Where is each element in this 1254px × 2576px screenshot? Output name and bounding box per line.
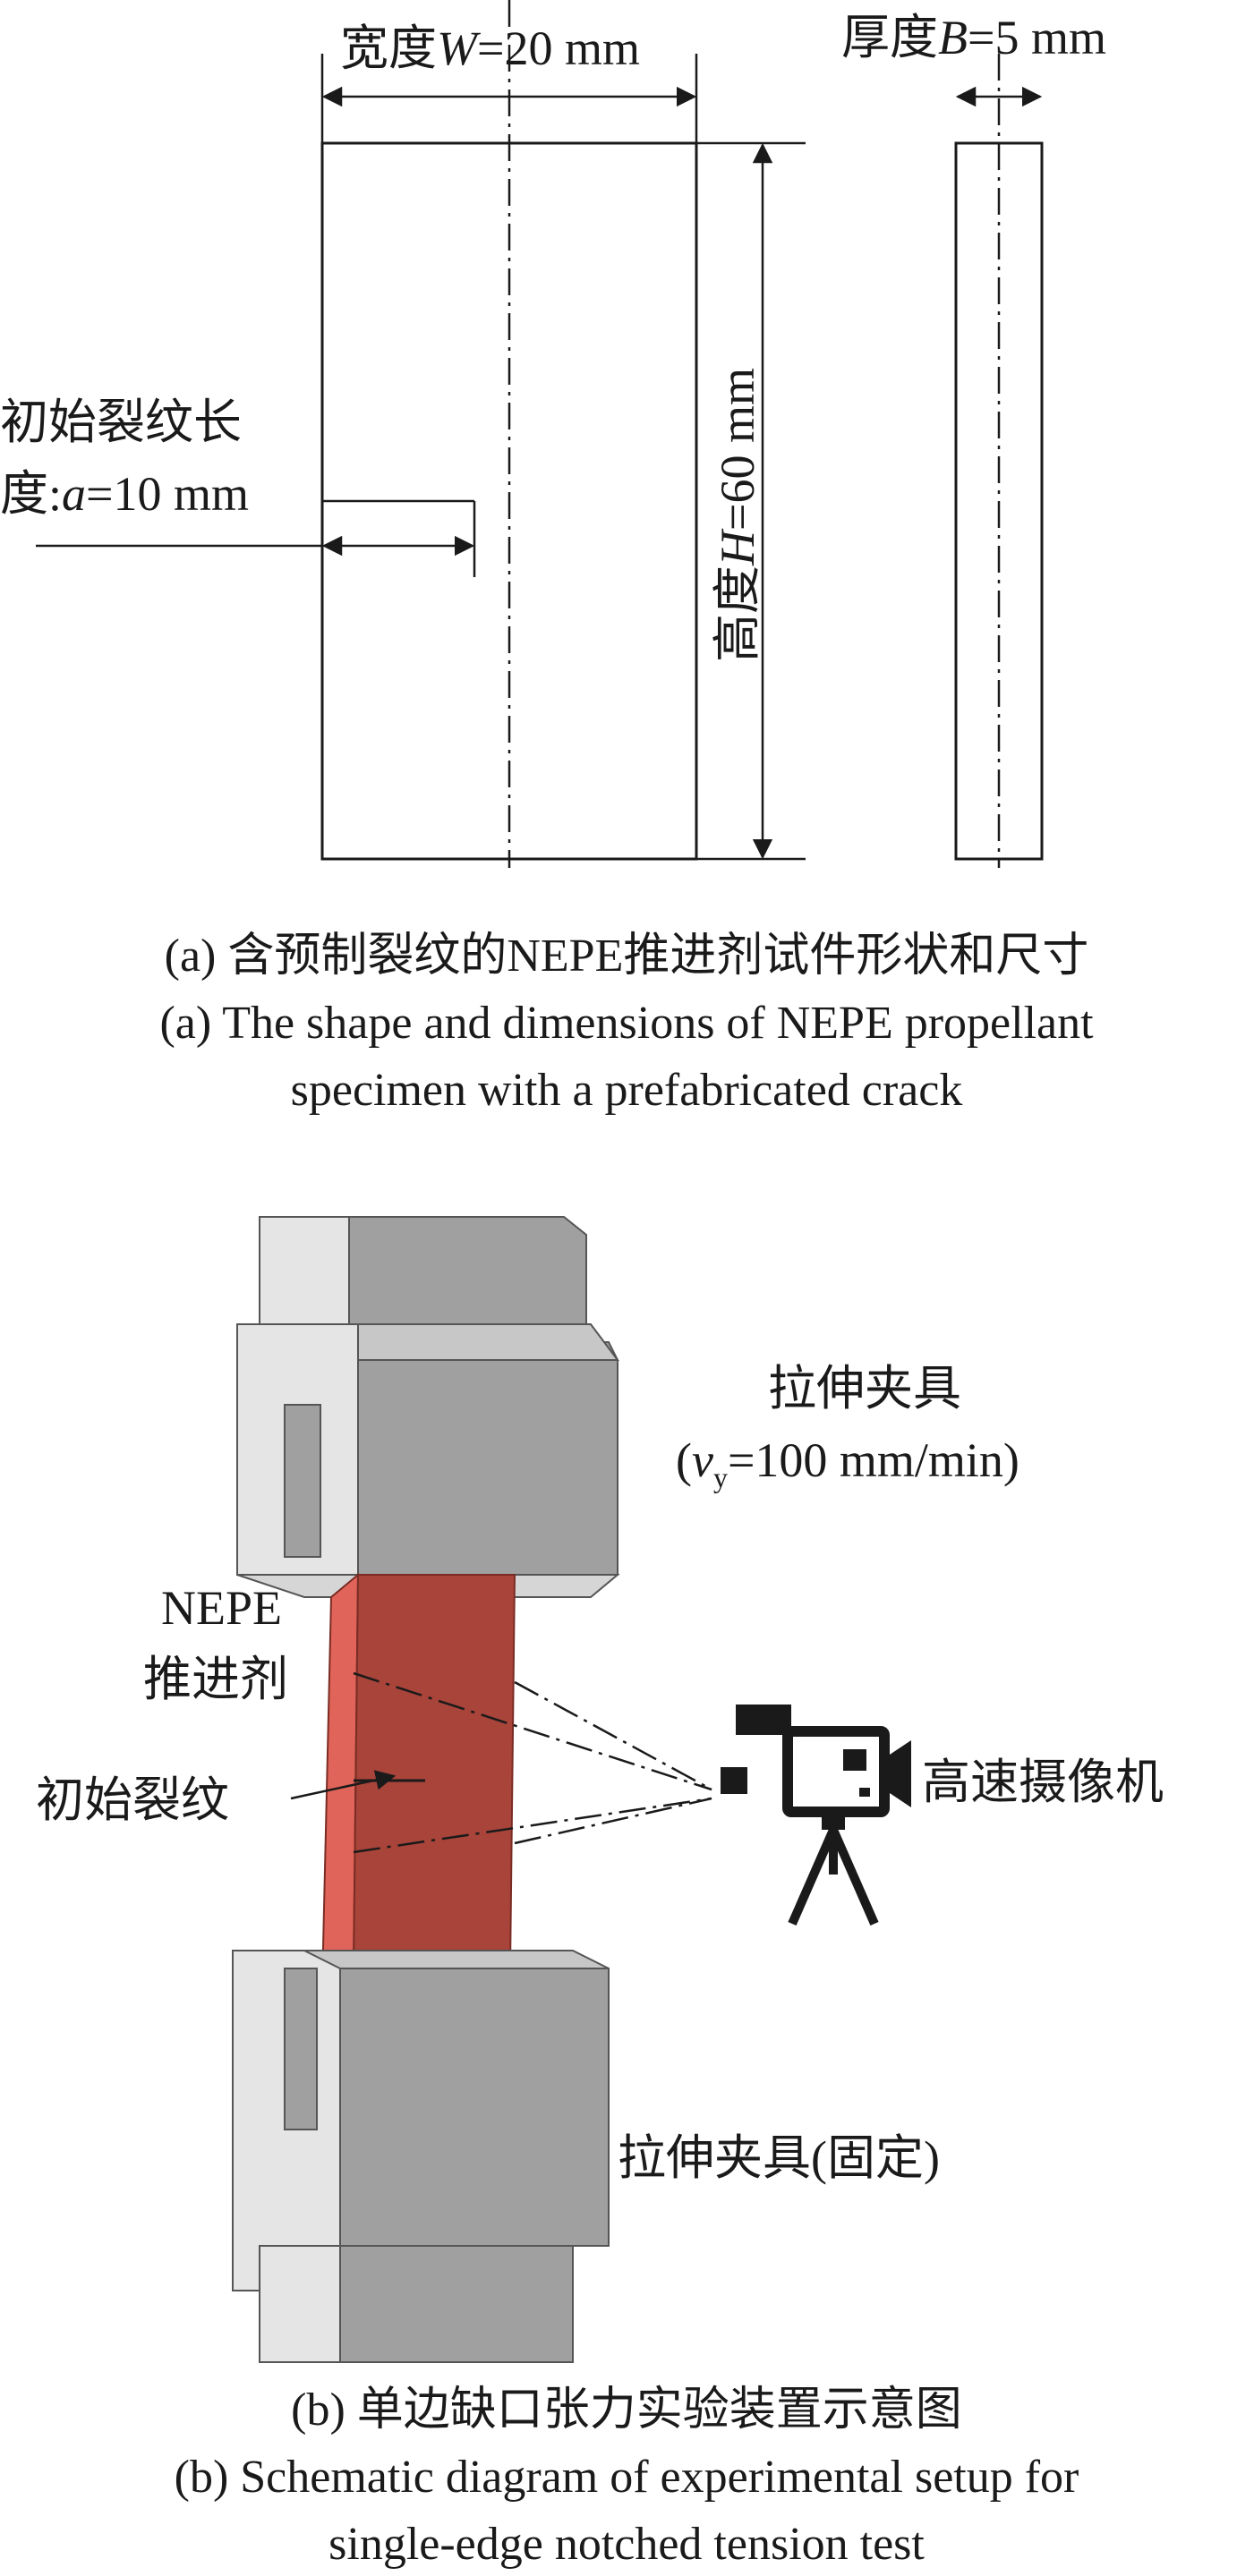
velocity-label: (vy=100 mm/min) <box>676 1433 1019 1493</box>
sight-line-top <box>353 1671 712 1791</box>
specimen-strip <box>320 1572 516 1988</box>
crack-length-label-line2: 度:a=10 mm <box>0 467 249 521</box>
specimen-front-face <box>352 1574 516 1969</box>
camera-label: 高速摄像机 <box>922 1756 1164 1809</box>
top-clamp <box>236 1216 620 1598</box>
tripod-icon <box>788 1812 879 1926</box>
specimen-edge-face <box>320 1572 360 1988</box>
height-label: 高度H=60 mm <box>711 368 764 662</box>
bottom-clamp-label: 拉伸夹具(固定) <box>618 2131 940 2185</box>
caption-b-cn: (b) 单边缺口张力实验装置示意图 <box>291 2385 962 2436</box>
thickness-label: 厚度B=5 mm <box>841 11 1106 64</box>
specimen-label-line1: NEPE <box>161 1581 282 1635</box>
caption-a-en-line1: (a) The shape and dimensions of NEPE pro… <box>159 998 1094 1049</box>
crack-label: 初始裂纹 <box>36 1773 229 1827</box>
top-clamp-label: 拉伸夹具 <box>768 1362 961 1416</box>
caption-a-en-line2: specimen with a prefabricated crack <box>291 1065 963 1116</box>
sight-line-top-mid <box>514 1680 712 1791</box>
high-speed-camera-icon <box>721 1705 911 1817</box>
sight-line-bottom <box>353 1797 712 1854</box>
panel-b: 拉伸夹具 (vy=100 mm/min) NEPE 推进剂 初始裂纹 高速摄像机… <box>36 1216 1164 2570</box>
crack-label-arrow <box>290 1770 397 1800</box>
specimen-label-line2: 推进剂 <box>143 1653 288 1706</box>
sight-line-bottom-mid <box>514 1797 712 1845</box>
panel-a: 宽度W=20 mm 高度H=60 mm 厚度B=5 mm 初始裂纹长 度:a=1… <box>0 0 1106 1116</box>
bottom-clamp <box>232 1950 610 2363</box>
crack-length-label-line1: 初始裂纹长 <box>0 395 242 449</box>
caption-b-en-line2: single-edge notched tension test <box>328 2519 925 2570</box>
caption-b-en-line1: (b) Schematic diagram of experimental se… <box>175 2452 1079 2503</box>
caption-a-cn: (a) 含预制裂纹的NEPE推进剂试件形状和尺寸 <box>165 931 1089 982</box>
width-label: 宽度W=20 mm <box>340 21 640 75</box>
